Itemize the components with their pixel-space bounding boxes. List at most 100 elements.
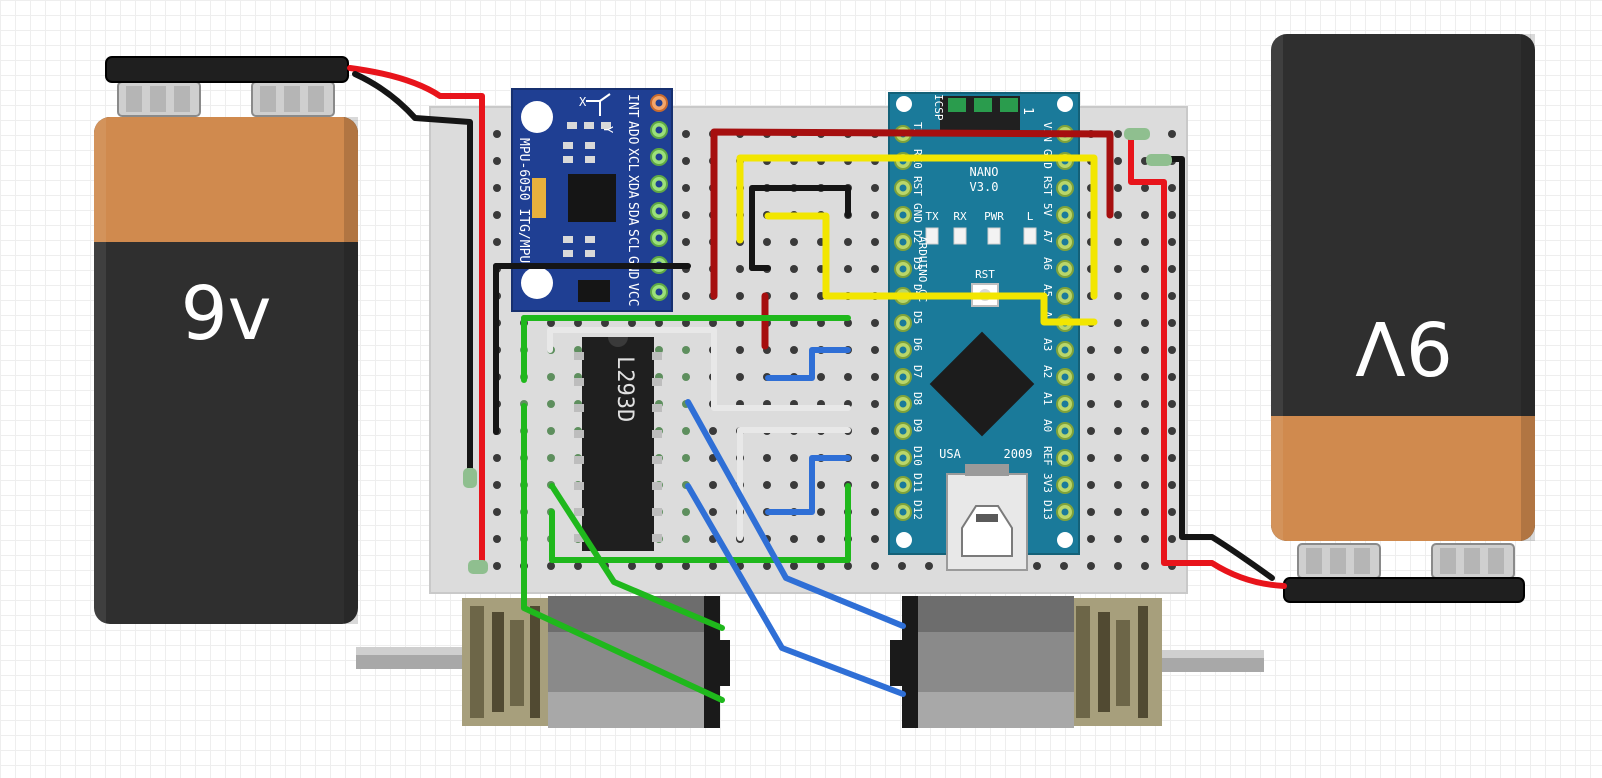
perfboard-hole (1168, 292, 1176, 300)
perfboard-hole (871, 427, 879, 435)
perfboard-hole (871, 265, 879, 273)
imu-module: X Y MPU-6050 ITG/MPU INTADOXCLXDASDASCLG… (511, 88, 673, 312)
imu-pin-label: VCC (625, 283, 640, 306)
perfboard-hole (493, 157, 501, 165)
perfboard-hole (736, 265, 744, 273)
perfboard-hole (682, 535, 690, 543)
perfboard-hole (547, 400, 555, 408)
nano-pin-label: REF (1041, 446, 1054, 466)
perfboard-hole (844, 373, 852, 381)
perfboard-hole (1087, 346, 1095, 354)
nano-pin-label: D9 (911, 419, 924, 432)
perfboard-hole (547, 427, 555, 435)
driver-notch (608, 337, 628, 347)
perfboard-hole (1141, 481, 1149, 489)
perfboard-hole (493, 454, 501, 462)
wire-green-bottom (549, 483, 851, 563)
nano-led (1023, 227, 1037, 245)
perfboard-hole (1114, 238, 1122, 246)
perfboard-hole (763, 481, 771, 489)
imu-chip (568, 174, 616, 222)
perfboard-hole (1087, 454, 1095, 462)
perfboard-hole (1168, 427, 1176, 435)
wire-blue-b (765, 455, 851, 515)
perfboard-hole (817, 562, 825, 570)
nano-pin-label: RST (1041, 176, 1054, 196)
driver-leg (574, 482, 584, 490)
imu-axis-y: Y (601, 126, 615, 134)
nano-led-label: TX (925, 210, 939, 223)
nano-pin-label: GND (911, 203, 924, 223)
perfboard-hole (1087, 400, 1095, 408)
wire-battery-right-negative (1150, 156, 1275, 581)
perfboard-hole (493, 130, 501, 138)
perfboard-hole (682, 562, 690, 570)
perfboard-hole (898, 562, 906, 570)
perfboard-hole (493, 211, 501, 219)
perfboard-hole (1087, 535, 1095, 543)
perfboard-hole (844, 238, 852, 246)
perfboard-hole (1114, 400, 1122, 408)
nano-pin-label: D3 (911, 257, 924, 270)
driver-chip: L293D (574, 337, 662, 551)
perfboard-hole (682, 427, 690, 435)
nano-pin-label: D12 (911, 500, 924, 520)
imu-mount-hole-bottom (521, 267, 553, 299)
perfboard-hole (1168, 535, 1176, 543)
nano-pin-label: D13 (1041, 500, 1054, 520)
perfboard-hole (871, 508, 879, 516)
perfboard-hole (1141, 211, 1149, 219)
perfboard-hole (1141, 535, 1149, 543)
wires (347, 65, 1287, 703)
driver-legs (574, 352, 662, 542)
driver-leg (574, 430, 584, 438)
perfboard-hole (871, 373, 879, 381)
perfboard-hole (1114, 265, 1122, 273)
nano-pin-label: D10 (911, 446, 924, 466)
perfboard-hole (1141, 292, 1149, 300)
perfboard-hole (493, 184, 501, 192)
perfboard-hole (871, 481, 879, 489)
perfboard-hole (871, 184, 879, 192)
imu-axis-x: X (579, 95, 587, 109)
perfboard-hole (790, 265, 798, 273)
imu-pin-label: XDA (625, 175, 640, 199)
nano-led-label: RX (953, 210, 967, 223)
nano-pin-label: D7 (911, 365, 924, 378)
perfboard-hole (547, 562, 555, 570)
perfboard-hole (682, 508, 690, 516)
imu-title: MPU-6050 ITG/MPU (516, 138, 531, 263)
wire-motor-left-b (549, 483, 725, 631)
nano-pin-label: A6 (1041, 257, 1054, 270)
perfboard-hole (682, 454, 690, 462)
wire-white-a (547, 327, 851, 411)
perfboard-hole (763, 454, 771, 462)
nano-year: 2009 (1004, 447, 1033, 461)
perfboard-hole (1114, 508, 1122, 516)
perfboard-hole (1141, 454, 1149, 462)
perfboard-hole (1141, 508, 1149, 516)
perfboard-hole (871, 211, 879, 219)
driver-leg (574, 456, 584, 464)
perfboard-hole (736, 292, 744, 300)
wire-battery-right-positive (1128, 131, 1287, 589)
perfboard-hole (1168, 265, 1176, 273)
driver-leg (652, 352, 662, 360)
nano-led (925, 227, 939, 245)
perfboard-hole (547, 454, 555, 462)
imu-capacitor (532, 178, 546, 218)
perfboard-hole (682, 373, 690, 381)
battery-right-terminal-positive (1297, 543, 1381, 579)
perfboard-hole (1141, 265, 1149, 273)
driver-leg (574, 534, 584, 542)
perfboard-hole (1114, 130, 1122, 138)
nano-pin-label: D8 (911, 392, 924, 405)
perfboard-hole (1087, 481, 1095, 489)
perfboard-hole (709, 562, 717, 570)
perfboard-hole (1141, 346, 1149, 354)
imu-pin-label: INT (625, 94, 640, 118)
driver-leg (652, 378, 662, 386)
motor-right (890, 596, 1264, 728)
perfboard-hole (736, 373, 744, 381)
